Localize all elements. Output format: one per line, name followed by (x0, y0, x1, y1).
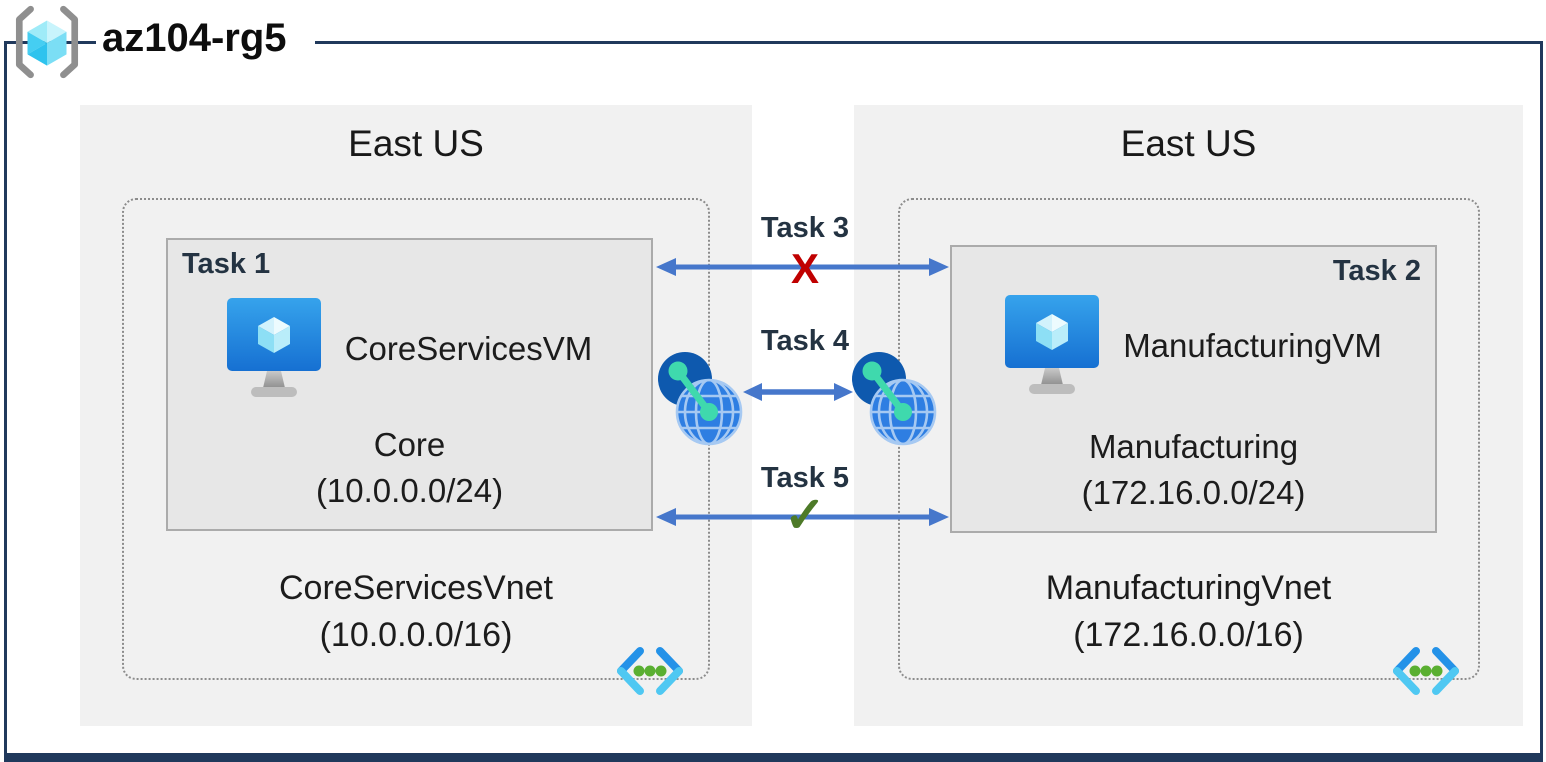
azure-vm-icon (1005, 295, 1100, 394)
task-2-label: Task 2 (1332, 255, 1421, 287)
core-subnet-box: Task 1 (166, 238, 653, 531)
allowed-check-marker: ✓ (784, 487, 826, 543)
subnet-name: Manufacturing (1088, 428, 1299, 465)
task-5-label: Task 5 (760, 462, 850, 494)
resource-group-name: az104-rg5 (96, 12, 315, 64)
subnet-cidr: (10.0.0.0/24) (315, 472, 504, 509)
resource-group-frame (4, 41, 1543, 762)
task-4-label: Task 4 (760, 325, 850, 357)
blocked-x-marker: X (790, 245, 819, 292)
azure-resource-group-icon (15, 5, 79, 79)
vnet-cidr: (172.16.0.0/16) (1073, 616, 1304, 654)
subnet-text: Manufacturing (172.16.0.0/24) (952, 424, 1435, 516)
region-east-us-right: East US Task 2 (854, 105, 1523, 726)
vm-name: ManufacturingVM (1123, 327, 1382, 364)
task-1-label: Task 1 (182, 248, 271, 280)
region-title: East US (348, 123, 484, 164)
vm-name: CoreServicesVM (344, 330, 593, 367)
vnet-name: ManufacturingVnet (1045, 569, 1332, 607)
subnet-cidr: (172.16.0.0/24) (1081, 474, 1306, 511)
vm-row: ManufacturingVM (952, 295, 1435, 397)
task-4-arrow (743, 383, 853, 401)
task-5-arrow (656, 508, 949, 526)
vnet-label: CoreServicesVnet (10.0.0.0/16) (80, 565, 752, 659)
manufacturing-subnet-box: Task 2 (950, 245, 1437, 533)
task-3-label: Task 3 (760, 212, 850, 244)
region-title: East US (1120, 123, 1257, 164)
vnet-name: CoreServicesVnet (278, 569, 553, 607)
region-east-us-left: East US Task 1 (80, 105, 752, 726)
task-3-arrow (656, 258, 949, 276)
vnet-label: ManufacturingVnet (172.16.0.0/16) (854, 565, 1523, 659)
vm-row: CoreServicesVM (168, 298, 651, 400)
subnet-text: Core (10.0.0.0/24) (168, 422, 651, 514)
azure-virtual-network-icon (1393, 647, 1459, 695)
vnet-cidr: (10.0.0.0/16) (319, 616, 513, 654)
azure-vm-icon (226, 298, 321, 397)
vnet-peering-icon (852, 352, 937, 446)
azure-virtual-network-icon (617, 647, 683, 695)
subnet-name: Core (373, 426, 446, 463)
vnet-peering-icon (658, 352, 743, 446)
